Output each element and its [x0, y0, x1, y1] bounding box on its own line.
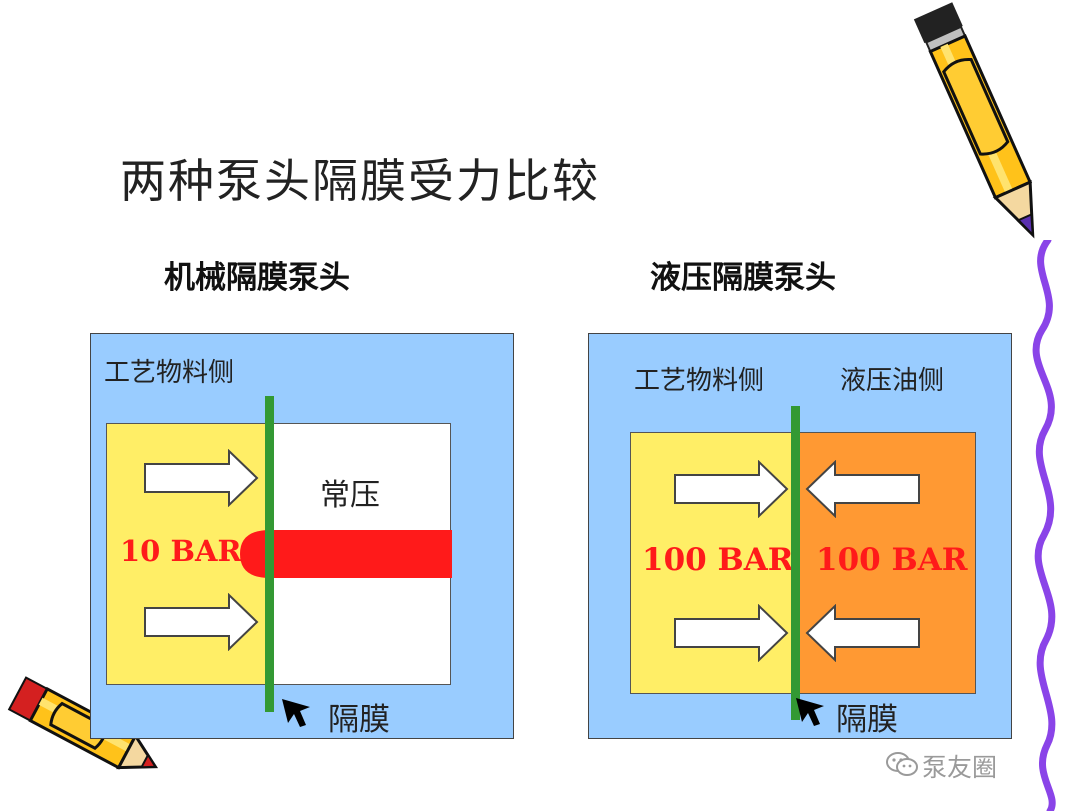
- wechat-icon: [886, 752, 918, 776]
- slide-title: 两种泵头隔膜受力比较: [120, 154, 600, 208]
- membrane-line: [265, 396, 274, 712]
- hydraulic-process-side-label: 工艺物料侧: [634, 366, 765, 396]
- pressure-arrow-icon: [674, 460, 789, 518]
- pointer-arrow-icon: [796, 698, 824, 726]
- pencil-icon: [7, 676, 159, 770]
- membrane-deformation-bulge: [240, 530, 452, 578]
- mechanical-pressure-label: 10 BAR: [120, 534, 242, 568]
- atmospheric-pressure-label: 常压: [320, 478, 380, 513]
- decorative-wavy-line: [1032, 240, 1056, 811]
- pressure-arrow-icon: [805, 460, 920, 518]
- hydraulic-pump-heading: 液压隔膜泵头: [650, 260, 836, 296]
- oil-pressure-label: 100 BAR: [816, 542, 968, 578]
- watermark-text: 泵友圈: [922, 753, 998, 782]
- hydraulic-oil-side-label: 液压油侧: [840, 366, 945, 396]
- pointer-arrow-icon: [282, 699, 310, 727]
- mechanical-pump-heading: 机械隔膜泵头: [164, 260, 350, 296]
- pressure-arrow-icon: [144, 593, 259, 651]
- pressure-arrow-icon: [805, 604, 920, 662]
- hydraulic-membrane-label: 隔膜: [836, 702, 898, 738]
- pencil-icon: [913, 2, 1035, 239]
- mechanical-process-side-label: 工艺物料侧: [104, 358, 235, 388]
- mechanical-membrane-label: 隔膜: [328, 702, 390, 738]
- pressure-arrow-icon: [144, 449, 259, 507]
- membrane-line: [791, 406, 800, 720]
- pressure-arrow-icon: [674, 604, 789, 662]
- process-pressure-label: 100 BAR: [642, 542, 794, 578]
